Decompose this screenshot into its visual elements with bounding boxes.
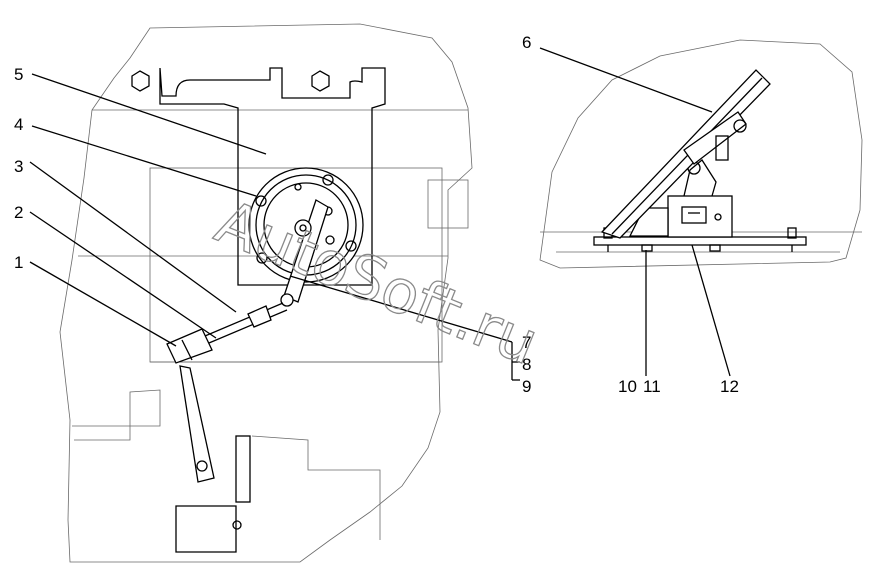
lower-frame-right xyxy=(251,435,381,540)
base-nut-10 xyxy=(641,244,653,252)
lower-bracket xyxy=(175,505,237,553)
lower-block xyxy=(235,435,251,503)
leader-12 xyxy=(691,244,731,377)
leader-1 xyxy=(29,261,177,347)
right-floor-outline xyxy=(539,39,863,269)
ball-joint-housing xyxy=(166,328,213,364)
sensor-hole-a xyxy=(294,183,302,191)
pedal-pad-edge xyxy=(611,77,763,235)
callout-9: 9 xyxy=(522,377,531,396)
watermark: AutoSoft.ru xyxy=(206,187,547,379)
leader-4 xyxy=(31,125,257,197)
base-bolt-right xyxy=(787,227,797,239)
leader-6 xyxy=(539,47,713,113)
sensor-label-plate xyxy=(681,206,707,224)
pedal-pad xyxy=(600,69,771,239)
left-frame-box xyxy=(149,167,443,363)
lower-frame-left xyxy=(72,389,161,441)
left-view xyxy=(59,23,473,563)
sensor-bolt-3 xyxy=(345,240,357,252)
lower-bolt xyxy=(232,520,242,530)
sensor-lever xyxy=(283,199,329,303)
ball-joint-line xyxy=(181,339,193,361)
control-rod-upper xyxy=(204,302,284,337)
callout-6: 6 xyxy=(522,33,531,52)
lever-pivot-hub xyxy=(299,224,307,232)
callout-2: 2 xyxy=(14,203,23,222)
leader-2 xyxy=(29,211,217,339)
leader-5 xyxy=(31,73,267,155)
rod-nut xyxy=(247,305,272,328)
sensor-bolt-4 xyxy=(256,252,268,264)
sensor-hole-c xyxy=(325,235,335,245)
pedal-link-pin xyxy=(196,460,208,472)
pedal-stop xyxy=(715,135,729,161)
sensor-screw xyxy=(714,213,722,221)
callout-4: 4 xyxy=(14,115,23,134)
callout-7: 7 xyxy=(522,333,531,352)
callout-3: 3 xyxy=(14,157,23,176)
bracket-hex-nut-left xyxy=(131,70,150,92)
callout-1: 1 xyxy=(14,253,23,272)
right-view xyxy=(539,39,863,269)
pedal-spring-link xyxy=(683,159,717,197)
callout-10: 10 xyxy=(618,377,637,396)
callout-12: 12 xyxy=(720,377,739,396)
bracket-hex-nut-right xyxy=(311,70,330,92)
leader-3 xyxy=(29,161,237,313)
leader-lines xyxy=(29,47,731,381)
pedal-base-plate xyxy=(593,236,807,246)
sensor-bolt-1 xyxy=(255,195,267,207)
control-rod-lower xyxy=(208,309,288,344)
pedal-arm-end xyxy=(733,119,747,133)
sensor-bolt-2 xyxy=(322,174,334,186)
lever-end-joint xyxy=(280,293,294,307)
mounting-bracket xyxy=(159,67,386,286)
base-nut-12 xyxy=(709,244,721,252)
pedal-sensor-body xyxy=(667,195,733,238)
callout-11: 11 xyxy=(643,377,661,396)
callout-5: 5 xyxy=(14,65,23,84)
left-small-box xyxy=(427,179,469,229)
left-floor-outline xyxy=(59,23,473,563)
callout-8: 8 xyxy=(522,355,531,374)
pedal-link xyxy=(179,365,215,483)
callouts: 5 4 3 2 1 7 8 9 6 10 11 12 xyxy=(14,33,739,396)
lever-pivot xyxy=(294,219,312,237)
leader-7 xyxy=(289,275,513,343)
